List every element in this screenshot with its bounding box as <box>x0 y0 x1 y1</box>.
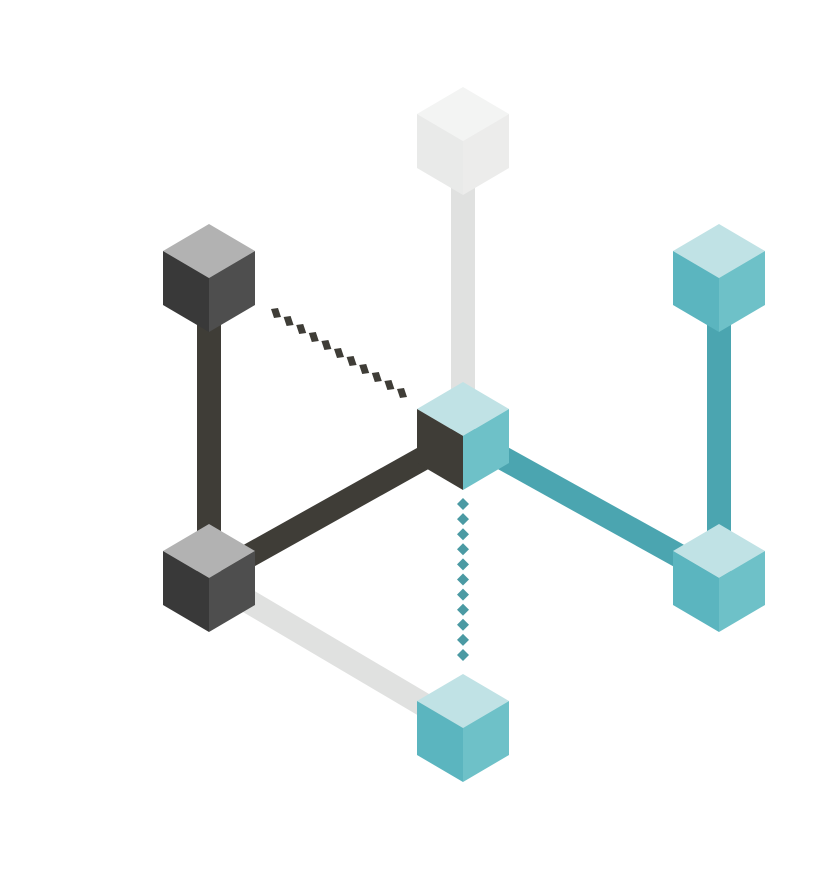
connector-dot <box>334 348 344 358</box>
connector-dot <box>457 558 469 571</box>
connector-dot <box>346 356 357 366</box>
connector-dot <box>457 513 469 526</box>
connector-dot <box>384 380 395 390</box>
cube-left-face <box>673 551 719 632</box>
cube-right-face <box>463 409 509 490</box>
connector-dot <box>457 649 469 661</box>
connector-dot <box>271 308 281 318</box>
cube-left-face <box>417 409 463 490</box>
connector-dot <box>371 372 382 382</box>
connector-dot <box>457 618 469 631</box>
dotted-connector-center-to-bottom-teal <box>457 498 469 661</box>
connector-dot <box>296 324 307 334</box>
cube-upper-right-teal <box>673 224 765 332</box>
connector-dot <box>283 316 294 326</box>
cube-nodes <box>163 87 765 782</box>
cube-left-face <box>163 551 209 632</box>
cube-left-face <box>417 114 463 195</box>
connector-dot <box>457 603 469 616</box>
cube-lower-right-teal <box>673 524 765 632</box>
cube-left-face <box>417 701 463 782</box>
dotted-connector-upper-left-dark-to-center <box>271 308 407 398</box>
dotted-connectors <box>271 308 469 661</box>
connector-dot <box>308 332 319 342</box>
connector-dot <box>457 528 469 541</box>
cube-right-face <box>463 114 509 195</box>
connector-dot <box>457 588 469 601</box>
cube-top-white <box>417 87 509 195</box>
cube-right-face <box>209 251 255 332</box>
connector-dot <box>457 543 469 556</box>
connector-dot <box>457 573 469 586</box>
connector-dot <box>457 633 469 646</box>
cube-lower-left-dark <box>163 524 255 632</box>
connector-dot <box>321 340 332 350</box>
connector-dot <box>457 498 469 510</box>
cube-right-face <box>719 251 765 332</box>
cube-right-face <box>209 551 255 632</box>
cube-right-face <box>719 551 765 632</box>
cube-left-face <box>673 251 719 332</box>
cube-upper-left-dark <box>163 224 255 332</box>
cube-bottom-teal <box>417 674 509 782</box>
cube-left-face <box>163 251 209 332</box>
connector-dot <box>359 364 370 374</box>
cube-center <box>417 382 509 490</box>
cube-right-face <box>463 701 509 782</box>
connector-dot <box>397 388 407 398</box>
